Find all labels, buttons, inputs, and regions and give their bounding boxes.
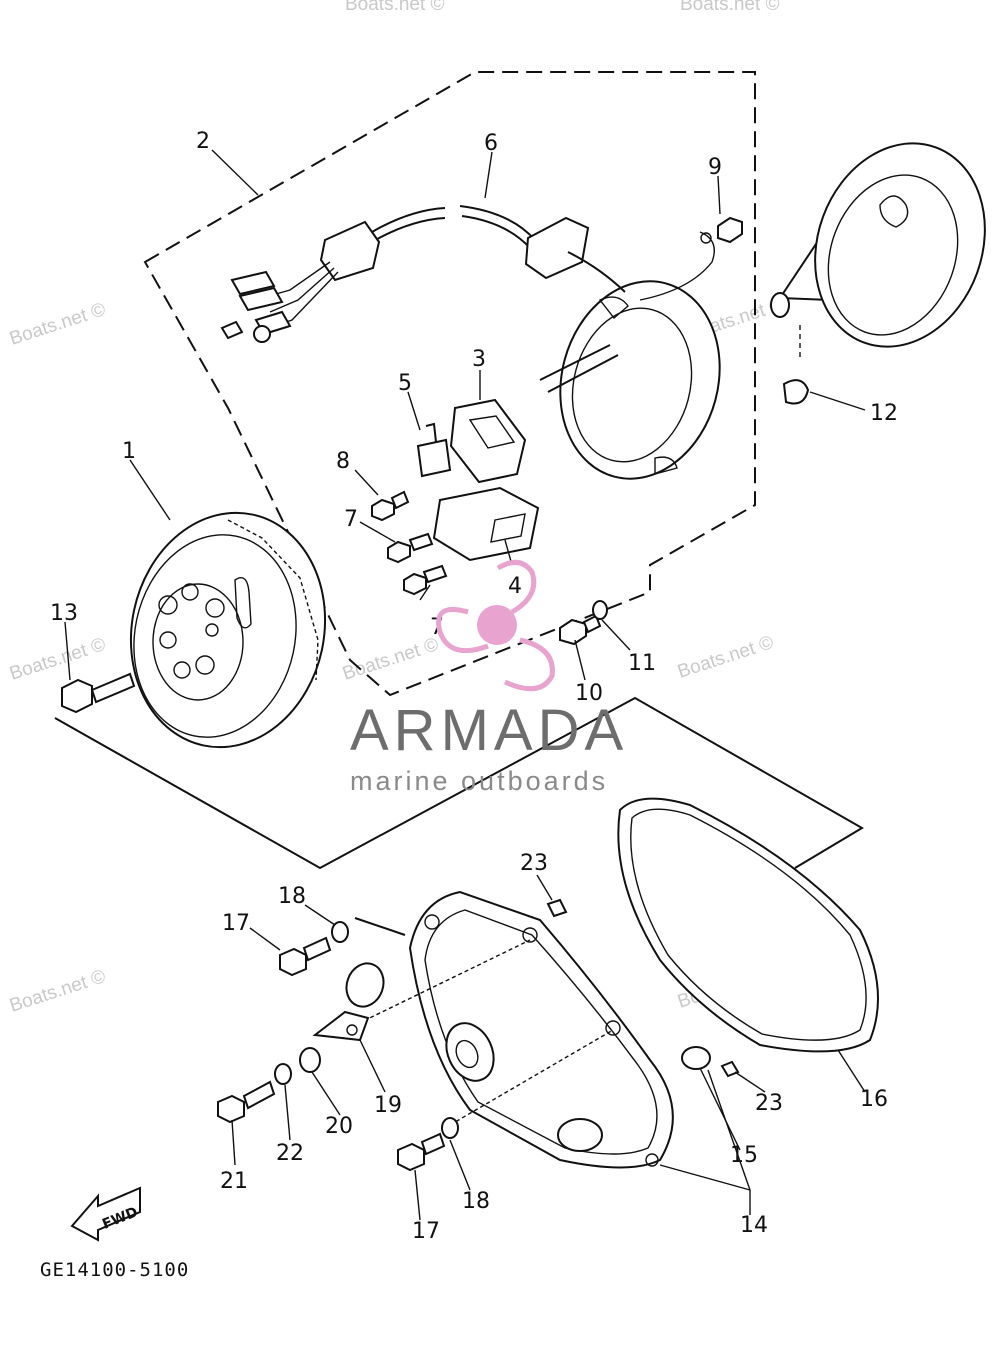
callout-4: 4 <box>508 574 522 599</box>
dowel-pins <box>546 898 740 1078</box>
callout-2: 2 <box>196 129 210 154</box>
callouts: 1 2 3 4 5 6 7 7 8 9 10 11 12 13 14 15 16… <box>50 129 898 1244</box>
pulser-coil <box>432 486 540 562</box>
stator-lead-wire <box>220 205 715 343</box>
flywheel-rotor <box>129 511 327 749</box>
leader-lines <box>64 149 866 1221</box>
callout-23: 23 <box>520 851 548 876</box>
callout-17: 17 <box>412 1219 440 1244</box>
callout-17: 17 <box>222 911 250 936</box>
watermark: Boats.net © <box>675 632 776 683</box>
callout-5: 5 <box>398 371 412 396</box>
flywheel-bolt <box>61 672 136 714</box>
callout-20: 20 <box>325 1114 353 1139</box>
brand-tagline: marine outboards <box>350 766 608 796</box>
coil-screws <box>371 490 448 596</box>
callout-6: 6 <box>484 131 498 156</box>
callout-7: 7 <box>344 507 358 532</box>
callout-13: 13 <box>50 601 78 626</box>
lighting-coil <box>416 422 452 478</box>
callout-14: 14 <box>740 1213 768 1238</box>
callout-10: 10 <box>575 681 603 706</box>
cover-bolts <box>217 921 459 1172</box>
watermark: Boats.net © <box>7 966 108 1017</box>
stator-base <box>539 280 721 480</box>
woodruff-key <box>782 379 810 405</box>
callout-23: 23 <box>755 1091 783 1116</box>
callout-1: 1 <box>122 439 136 464</box>
generator-cover <box>344 890 674 1169</box>
callout-9: 9 <box>708 155 722 180</box>
callout-8: 8 <box>336 449 350 474</box>
watermark: Boats.net © <box>7 634 108 685</box>
callout-19: 19 <box>374 1093 402 1118</box>
callout-12: 12 <box>870 401 898 426</box>
callout-18: 18 <box>462 1189 490 1214</box>
stator-screw <box>559 600 608 646</box>
callout-16: 16 <box>860 1087 888 1112</box>
cover-boundary <box>54 696 864 870</box>
fwd-arrow-icon: FWD <box>70 1186 141 1242</box>
callout-3: 3 <box>472 347 486 372</box>
callout-21: 21 <box>220 1169 248 1194</box>
diagram-code: GE14100-5100 <box>40 1259 189 1281</box>
ground-screw <box>700 216 743 244</box>
cover-gasket <box>617 797 879 1053</box>
callout-15: 15 <box>730 1143 758 1168</box>
cable-clamp <box>312 962 385 1042</box>
watermark: Boats.net © <box>680 0 780 15</box>
propeller-logo-icon <box>436 559 555 692</box>
armada-logo: ARMADA marine outboards <box>350 559 628 796</box>
callout-11: 11 <box>628 651 656 676</box>
charge-coil <box>449 398 527 484</box>
brand-name: ARMADA <box>350 698 628 763</box>
watermark: Boats.net © <box>345 0 445 15</box>
rotor-shaft <box>770 142 986 360</box>
callout-22: 22 <box>276 1141 304 1166</box>
watermark: Boats.net © <box>7 299 108 350</box>
callout-18: 18 <box>278 884 306 909</box>
watermark: Boats.net © <box>340 634 441 685</box>
